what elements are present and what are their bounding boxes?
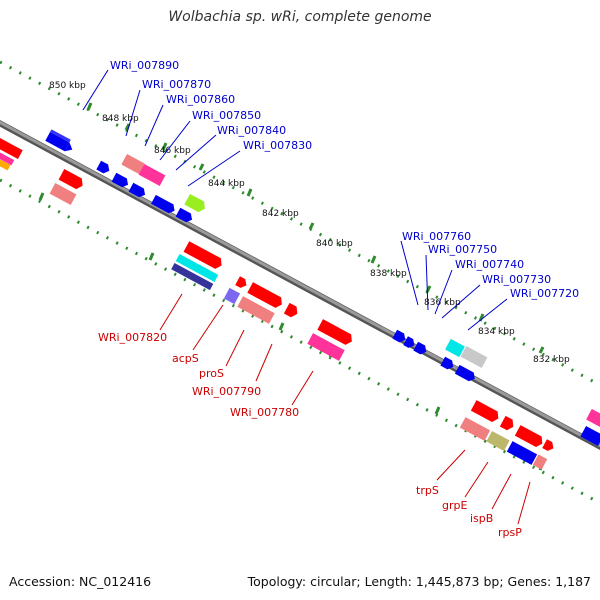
ruler-label-846: 846 kbp bbox=[154, 146, 191, 156]
gene-feature[interactable] bbox=[542, 439, 556, 453]
upper-leader-lines bbox=[82, 69, 508, 331]
inner-ruler bbox=[0, 178, 600, 505]
gene-feature[interactable] bbox=[0, 135, 23, 160]
gene-feature[interactable] bbox=[171, 263, 214, 291]
ruler-label-842: 842 kbp bbox=[262, 209, 299, 219]
gene-feature[interactable] bbox=[121, 153, 145, 175]
gene-label-wri-007720[interactable]: WRi_007720 bbox=[510, 287, 579, 300]
gene-label-wri-007860[interactable]: WRi_007860 bbox=[166, 93, 235, 106]
gene-feature[interactable] bbox=[45, 129, 76, 154]
genome-summary-text: Topology: circular; Length: 1,445,873 bp… bbox=[247, 574, 591, 589]
gene-label-wri-007830[interactable]: WRi_007830 bbox=[243, 139, 312, 152]
gene-feature[interactable] bbox=[506, 441, 538, 465]
upper-strand-features bbox=[0, 129, 600, 447]
gene-label-trps[interactable]: trpS bbox=[416, 484, 439, 497]
gene-feature[interactable] bbox=[460, 346, 488, 368]
gene-feature[interactable] bbox=[586, 408, 600, 428]
gene-feature[interactable] bbox=[247, 282, 284, 310]
ruler-labels: 850 kbp 848 kbp 846 kbp 844 kbp 842 kbp … bbox=[49, 81, 570, 365]
gene-feature[interactable] bbox=[499, 415, 516, 432]
gene-feature[interactable] bbox=[223, 287, 241, 305]
gene-feature[interactable] bbox=[392, 329, 407, 344]
gene-feature[interactable] bbox=[175, 254, 219, 282]
gene-feature[interactable] bbox=[470, 400, 501, 424]
gene-label-wri-007780[interactable]: WRi_007780 bbox=[230, 406, 299, 419]
gene-label-grpe[interactable]: grpE bbox=[442, 499, 467, 512]
gene-feature[interactable] bbox=[580, 425, 600, 447]
gene-feature[interactable] bbox=[111, 172, 131, 189]
gene-feature[interactable] bbox=[237, 296, 275, 324]
gene-feature[interactable] bbox=[440, 356, 455, 371]
gene-label-wri-007840[interactable]: WRi_007840 bbox=[217, 124, 286, 137]
lower-strand-features bbox=[49, 169, 556, 470]
gene-feature[interactable] bbox=[459, 417, 491, 441]
gene-label-ispb[interactable]: ispB bbox=[470, 512, 493, 525]
gene-feature[interactable] bbox=[283, 302, 300, 319]
ruler-label-844: 844 kbp bbox=[208, 179, 245, 189]
ruler-label-840: 840 kbp bbox=[316, 239, 353, 249]
outer-ruler-ticks bbox=[86, 102, 545, 354]
ruler-label-834: 834 kbp bbox=[478, 327, 515, 337]
gene-feature[interactable] bbox=[128, 182, 148, 199]
gene-feature[interactable] bbox=[514, 425, 545, 449]
gene-feature[interactable] bbox=[183, 241, 225, 271]
gene-feature[interactable] bbox=[307, 333, 345, 361]
gene-label-wri-007750[interactable]: WRi_007750 bbox=[428, 243, 497, 256]
ruler-label-850: 850 kbp bbox=[49, 81, 86, 91]
ruler-label-832: 832 kbp bbox=[533, 355, 570, 365]
gene-feature[interactable] bbox=[151, 194, 177, 215]
gene-feature[interactable] bbox=[445, 338, 465, 358]
gene-feature[interactable] bbox=[0, 148, 15, 166]
gene-feature[interactable] bbox=[532, 454, 548, 470]
accession-text: Accession: NC_012416 bbox=[9, 574, 152, 589]
gene-feature[interactable] bbox=[403, 336, 417, 350]
ruler-label-848: 848 kbp bbox=[102, 114, 139, 124]
gene-feature[interactable] bbox=[49, 183, 77, 205]
gene-feature[interactable] bbox=[0, 155, 11, 171]
gene-label-wri-007850[interactable]: WRi_007850 bbox=[192, 109, 261, 122]
gene-label-pros[interactable]: proS bbox=[199, 367, 224, 380]
map-title: Wolbachia sp. wRi, complete genome bbox=[168, 9, 432, 25]
gene-label-wri-007760[interactable]: WRi_007760 bbox=[402, 230, 471, 243]
gene-label-wri-007790[interactable]: WRi_007790 bbox=[192, 385, 261, 398]
gene-feature[interactable] bbox=[454, 364, 477, 383]
gene-feature[interactable] bbox=[486, 430, 510, 452]
gene-feature[interactable] bbox=[138, 164, 166, 186]
upper-gene-labels: WRi_007890 WRi_007870 WRi_007860 WRi_007… bbox=[110, 59, 579, 300]
gene-feature[interactable] bbox=[96, 160, 111, 175]
gene-label-wri-007730[interactable]: WRi_007730 bbox=[482, 273, 551, 286]
gene-label-wri-007820[interactable]: WRi_007820 bbox=[98, 331, 167, 344]
ruler-label-836: 836 kbp bbox=[424, 298, 461, 308]
gene-label-wri-007890[interactable]: WRi_007890 bbox=[110, 59, 179, 72]
gene-feature[interactable] bbox=[58, 169, 86, 191]
ruler-label-838: 838 kbp bbox=[370, 269, 407, 279]
gene-feature[interactable] bbox=[413, 341, 428, 356]
gene-label-acps[interactable]: acpS bbox=[172, 352, 199, 365]
gene-feature[interactable] bbox=[175, 207, 195, 224]
genome-backbone-highlight bbox=[0, 120, 600, 448]
lower-gene-labels: WRi_007820 acpS proS WRi_007790 WRi_0077… bbox=[98, 331, 522, 539]
lower-leader-lines bbox=[159, 293, 531, 525]
gene-label-wri-007740[interactable]: WRi_007740 bbox=[455, 258, 524, 271]
gene-label-wri-007870[interactable]: WRi_007870 bbox=[142, 78, 211, 91]
gene-label-rpsp[interactable]: rpsP bbox=[498, 526, 522, 539]
gene-feature[interactable] bbox=[184, 193, 207, 214]
gene-feature[interactable] bbox=[317, 319, 354, 347]
gene-feature[interactable] bbox=[235, 276, 249, 290]
